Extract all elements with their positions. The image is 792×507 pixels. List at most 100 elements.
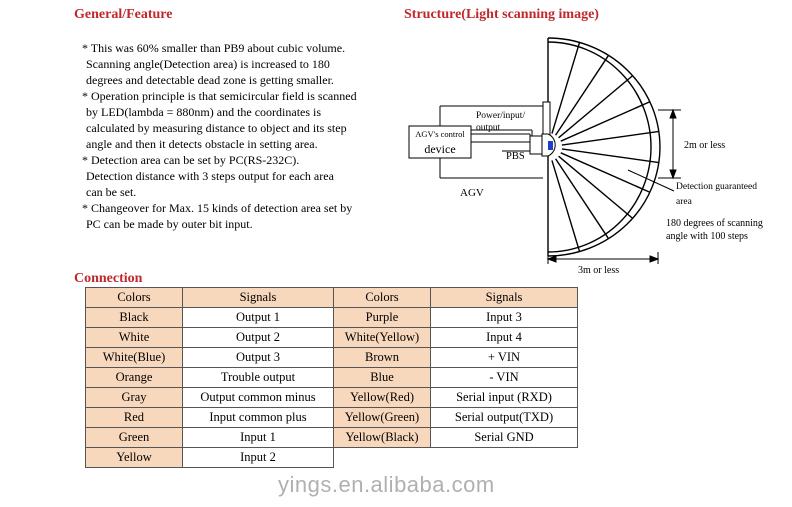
feature-line: * Detection area can be set by PC(RS-232… <box>82 153 300 167</box>
signal-cell: Input 4 <box>430 327 578 348</box>
sensor-emitter-icon <box>548 141 553 150</box>
color-cell: Gray <box>85 387 183 408</box>
color-cell: Purple <box>333 307 431 328</box>
fan-ray <box>558 75 634 139</box>
signal-cell: Input 1 <box>182 427 334 448</box>
color-cell: Black <box>85 307 183 328</box>
color-cell: Green <box>85 427 183 448</box>
feature-line: can be set. <box>86 185 137 199</box>
table-row: Orange Trouble output Blue - VIN <box>85 367 578 388</box>
empty-cell <box>431 448 578 468</box>
feature-line: * This was 60% smaller than PB9 about cu… <box>82 41 346 55</box>
connection-table: Colors Signals Colors Signals Black Outp… <box>85 287 578 468</box>
feature-item: * Changeover for Max. 15 kinds of detect… <box>72 200 392 232</box>
table-row: White(Blue) Output 3 Brown + VIN <box>85 347 578 368</box>
signal-cell: Trouble output <box>182 367 334 388</box>
color-cell: White(Blue) <box>85 347 183 368</box>
table-row: Red Input common plus Yellow(Green) Seri… <box>85 407 578 428</box>
power-input-label: Power/input/ <box>476 111 525 121</box>
agv-control-label: AGV's control <box>415 129 465 139</box>
color-cell: Yellow <box>85 447 183 468</box>
feature-line: calculated by measuring distance to obje… <box>86 121 347 135</box>
table-row: White Output 2 White(Yellow) Input 4 <box>85 327 578 348</box>
table-row: Green Input 1 Yellow(Black) Serial GND <box>85 427 578 448</box>
color-cell: White(Yellow) <box>333 327 431 348</box>
header-cell: Signals <box>182 287 334 308</box>
scan-fan <box>547 37 661 257</box>
signal-cell: + VIN <box>430 347 578 368</box>
output-label: output <box>476 123 501 133</box>
feature-line: by LED(lambda = 880nm) and the coordinat… <box>86 105 322 119</box>
signal-cell: Serial output(TXD) <box>430 407 578 428</box>
table-row: Black Output 1 Purple Input 3 <box>85 307 578 328</box>
watermark: yings.en.alibaba.com <box>278 472 495 497</box>
structure-diagram: AGV's control device Power/input/ output… <box>408 37 763 276</box>
table-row: Yellow Input 2 <box>85 447 578 468</box>
header-cell: Signals <box>430 287 578 308</box>
feature-line: * Operation principle is that semicircul… <box>82 89 357 103</box>
fan-ray <box>551 42 581 134</box>
feature-item: * Detection area can be set by PC(RS-232… <box>72 152 392 200</box>
detection-pointer <box>627 169 675 192</box>
color-cell: Brown <box>333 347 431 368</box>
device-label: device <box>424 142 455 156</box>
fan-ray <box>560 152 651 193</box>
pbs-sensor <box>529 133 556 157</box>
signal-cell: Input 3 <box>430 307 578 328</box>
inner-arc <box>547 41 652 253</box>
fan-ray <box>554 158 610 240</box>
color-cell: Orange <box>85 367 183 388</box>
color-cell: White <box>85 327 183 348</box>
feature-item: * This was 60% smaller than PB9 about cu… <box>72 40 392 88</box>
feature-heading: General/Feature <box>74 7 173 22</box>
detection-label-1: Detection guaranteed <box>676 182 757 192</box>
scan-label-2: angle with 100 steps <box>666 231 748 242</box>
header-cell: Colors <box>85 287 183 308</box>
signal-cell: - VIN <box>430 367 578 388</box>
scan-label-1: 180 degrees of scanning <box>666 218 763 229</box>
connection-heading: Connection <box>74 271 143 286</box>
signal-cell: Output 1 <box>182 307 334 328</box>
vertical-dimension <box>658 108 681 180</box>
color-cell: Red <box>85 407 183 428</box>
detection-label-2: area <box>676 197 693 207</box>
color-cell: Yellow(Green) <box>333 407 431 428</box>
feature-line: PC can be made by outer bit input. <box>86 217 253 231</box>
fan-rays <box>551 42 659 252</box>
horizontal-range-label: 3m or less <box>578 265 619 276</box>
feature-line: Scanning angle(Detection area) is increa… <box>86 57 330 71</box>
signal-cell: Input common plus <box>182 407 334 428</box>
signal-cell: Output 2 <box>182 327 334 348</box>
agv-label: AGV <box>460 187 484 199</box>
fan-ray <box>551 160 581 252</box>
signal-cell: Serial input (RXD) <box>430 387 578 408</box>
outer-arc <box>547 37 661 257</box>
pbs-label: PBS <box>506 151 525 162</box>
empty-cell <box>334 448 431 468</box>
signal-cell: Output 3 <box>182 347 334 368</box>
feature-item: * Operation principle is that semicircul… <box>72 88 392 152</box>
color-cell: Blue <box>333 367 431 388</box>
color-cell: Yellow(Red) <box>333 387 431 408</box>
fan-ray <box>560 101 651 142</box>
fan-ray <box>561 148 659 164</box>
feature-line: * Changeover for Max. 15 kinds of detect… <box>82 201 353 215</box>
signal-cell: Input 2 <box>182 447 334 468</box>
feature-line: angle and then it detects obstacle in se… <box>86 137 318 151</box>
signal-cell: Serial GND <box>430 427 578 448</box>
fan-ray <box>558 155 634 219</box>
feature-line: degrees and detectable dead zone is gett… <box>86 73 334 87</box>
fan-ray <box>561 130 659 146</box>
color-cell: Yellow(Black) <box>333 427 431 448</box>
structure-heading: Structure(Light scanning image) <box>404 7 599 22</box>
signal-cell: Output common minus <box>182 387 334 408</box>
control-device-box: AGV's control device <box>408 125 472 159</box>
feature-list: * This was 60% smaller than PB9 about cu… <box>72 40 392 232</box>
table-row: Gray Output common minus Yellow(Red) Ser… <box>85 387 578 408</box>
vertical-range-label: 2m or less <box>684 140 725 151</box>
header-cell: Colors <box>333 287 431 308</box>
feature-line: Detection distance with 3 steps output f… <box>86 169 334 183</box>
table-header-row: Colors Signals Colors Signals <box>85 287 578 308</box>
horizontal-dimension <box>546 252 660 264</box>
fan-ray <box>554 54 610 136</box>
